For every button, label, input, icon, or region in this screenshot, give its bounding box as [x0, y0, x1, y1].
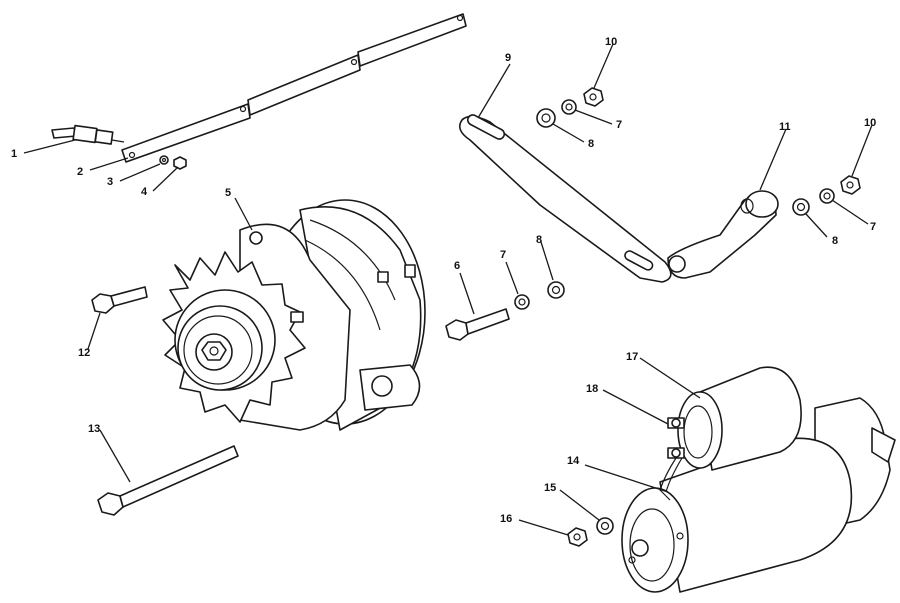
callout-1: 1 — [11, 148, 17, 160]
adjusting-arm — [459, 114, 672, 283]
adjust-bolt — [445, 308, 510, 341]
callout-8b: 8 — [588, 138, 594, 150]
starter-motor — [621, 366, 896, 593]
callout-8a: 8 — [536, 234, 542, 246]
callout-3: 3 — [107, 176, 113, 188]
callout-2: 2 — [77, 166, 83, 178]
callout-numbers: 1 2 3 4 5 6 7 7 7 8 8 8 9 10 10 11 12 13… — [11, 36, 876, 525]
short-bolt — [91, 286, 148, 314]
callout-5: 5 — [225, 187, 231, 199]
long-bolt — [97, 445, 239, 516]
small-nut — [173, 156, 187, 170]
callout-18: 18 — [586, 383, 598, 395]
leader-lines — [23, 43, 873, 536]
starter-nut — [567, 527, 588, 547]
callout-11: 11 — [779, 121, 791, 133]
spring-washer-top — [561, 99, 577, 115]
mounting-bracket — [667, 190, 779, 279]
callout-7b: 7 — [616, 119, 622, 131]
flat-washer-middle — [547, 281, 565, 299]
alternator — [162, 199, 426, 431]
callout-10b: 10 — [864, 117, 876, 129]
callout-9: 9 — [505, 52, 511, 64]
spring-washer-middle — [514, 294, 530, 310]
nut-right — [840, 175, 861, 195]
flat-washer-right — [792, 198, 810, 216]
callout-16: 16 — [500, 513, 512, 525]
callout-15: 15 — [544, 482, 556, 494]
callout-10a: 10 — [605, 36, 617, 48]
callout-6: 6 — [454, 260, 460, 272]
callout-17: 17 — [626, 351, 638, 363]
small-washer — [159, 155, 169, 165]
callout-7c: 7 — [870, 221, 876, 233]
nut-top — [583, 87, 604, 107]
starter-washer — [596, 517, 614, 535]
spring-washer-right — [819, 188, 835, 204]
callout-4: 4 — [141, 186, 148, 198]
glow-plug — [51, 124, 125, 145]
flat-washer-top — [536, 108, 556, 128]
callout-8c: 8 — [832, 235, 838, 247]
callout-14: 14 — [567, 455, 580, 467]
connector-strap — [121, 13, 467, 163]
callout-7a: 7 — [500, 249, 506, 261]
callout-12: 12 — [78, 347, 90, 359]
callout-13: 13 — [88, 423, 100, 435]
